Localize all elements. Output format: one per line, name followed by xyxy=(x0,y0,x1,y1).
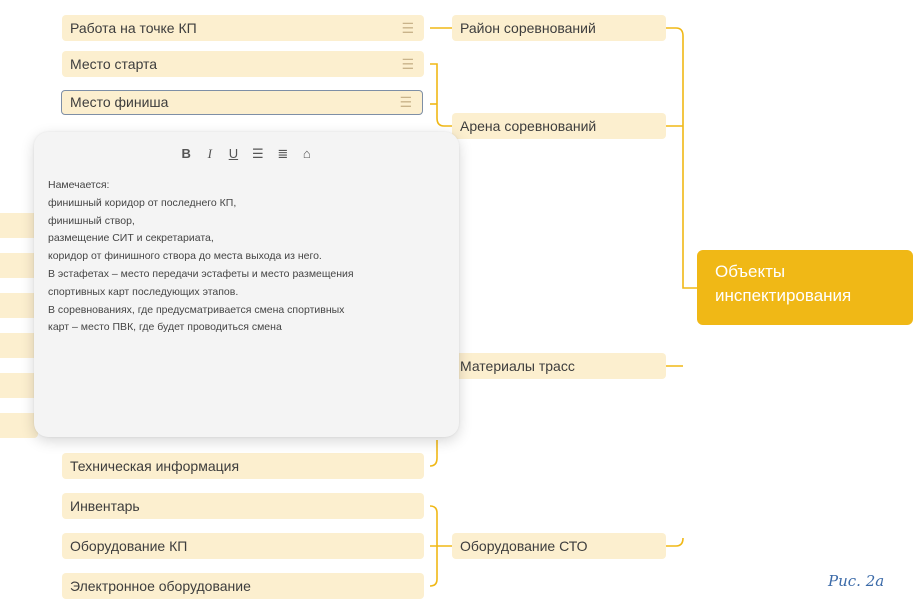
note-icon[interactable]: ☰ xyxy=(401,56,414,72)
hidden-node-stub[interactable] xyxy=(0,253,38,278)
node-finish-place[interactable]: Место финиша ☰ xyxy=(61,90,423,115)
node-label: Инвентарь xyxy=(70,498,140,514)
node-checkpoint-work[interactable]: Работа на точке КП ☰ xyxy=(62,15,424,41)
node-label: Материалы трасс xyxy=(460,358,575,374)
note-icon[interactable]: ☰ xyxy=(401,20,414,36)
node-label: Место финиша xyxy=(70,94,169,110)
note-text-area[interactable]: Намечается: финишный коридор от последне… xyxy=(48,177,450,337)
note-icon[interactable]: ☰ xyxy=(399,94,412,110)
note-toolbar: B I U ☰ ≣ ⌂ xyxy=(34,146,459,162)
root-label-line2: инспектирования xyxy=(715,286,852,305)
root-label-line1: Объекты xyxy=(715,262,786,281)
node-label: Оборудование КП xyxy=(70,538,188,554)
note-line: Намечается: xyxy=(48,179,110,191)
bullet-list-icon[interactable]: ☰ xyxy=(252,146,264,161)
underline-button[interactable]: U xyxy=(228,146,239,161)
node-label: Район соревнований xyxy=(460,20,596,36)
note-line: размещение СИТ и секретариата, xyxy=(48,232,214,245)
node-inventory[interactable]: Инвентарь xyxy=(62,493,424,519)
note-line: коридор от финишного створа до места вых… xyxy=(48,250,322,263)
node-root[interactable]: Объекты инспектирования xyxy=(697,250,913,325)
hidden-node-stub[interactable] xyxy=(0,293,38,318)
italic-button[interactable]: I xyxy=(207,146,212,161)
note-line: В соревнованиях, где предусматривается с… xyxy=(48,303,345,316)
node-label: Оборудование СТО xyxy=(460,538,588,554)
note-line: финишный коридор от последнего КП, xyxy=(48,196,237,209)
link-icon[interactable]: ⌂ xyxy=(302,146,311,161)
figure-caption: Рис. 2а xyxy=(828,572,885,590)
node-tech-info[interactable]: Техническая информация xyxy=(62,453,424,479)
note-line: финишный створ, xyxy=(48,214,135,227)
node-label: Арена соревнований xyxy=(460,118,597,134)
node-electronic-equipment[interactable]: Электронное оборудование xyxy=(62,573,424,599)
bold-button[interactable]: B xyxy=(181,146,191,161)
note-editor-panel[interactable]: B I U ☰ ≣ ⌂ Намечается: финишный коридор… xyxy=(34,132,459,437)
node-label: Электронное оборудование xyxy=(70,578,251,594)
node-course-materials[interactable]: Материалы трасс xyxy=(452,353,666,379)
numbered-list-icon[interactable]: ≣ xyxy=(277,146,289,161)
hidden-node-stub[interactable] xyxy=(0,213,38,238)
node-label: Работа на точке КП xyxy=(70,20,197,36)
node-label: Место старта xyxy=(70,56,158,72)
node-label: Техническая информация xyxy=(70,458,240,474)
note-line: В эстафетах – место передачи эстафеты и … xyxy=(48,267,354,280)
node-equipment[interactable]: Оборудование СТО xyxy=(452,533,666,559)
node-checkpoint-equipment[interactable]: Оборудование КП xyxy=(62,533,424,559)
note-line: спортивных карт последующих этапов. xyxy=(48,285,239,298)
hidden-node-stub[interactable] xyxy=(0,413,38,438)
node-race-arena[interactable]: Арена соревнований xyxy=(452,113,666,139)
note-line: карт – место ПВК, где будет проводиться … xyxy=(48,321,282,334)
hidden-node-stub[interactable] xyxy=(0,333,38,358)
hidden-node-stub[interactable] xyxy=(0,373,38,398)
node-race-area[interactable]: Район соревнований xyxy=(452,15,666,41)
node-start-place[interactable]: Место старта ☰ xyxy=(62,51,424,77)
